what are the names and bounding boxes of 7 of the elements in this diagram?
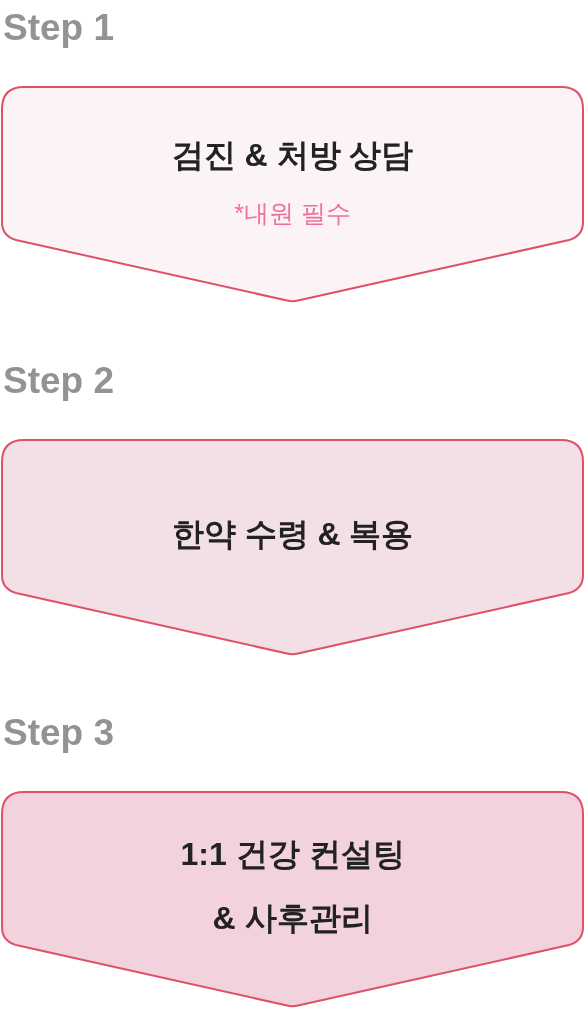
step-title: 1:1 건강 컨설팅 & 사후관리	[179, 835, 406, 938]
step-label: Step 1	[3, 6, 115, 50]
step-title: 검진 & 처방 상담	[171, 136, 414, 175]
note-text: *내원 필수	[234, 198, 351, 229]
step-label: Step 3	[3, 711, 115, 755]
step-label: Step 2	[3, 359, 115, 403]
step-title: 한약 수령 & 복용	[171, 515, 414, 554]
